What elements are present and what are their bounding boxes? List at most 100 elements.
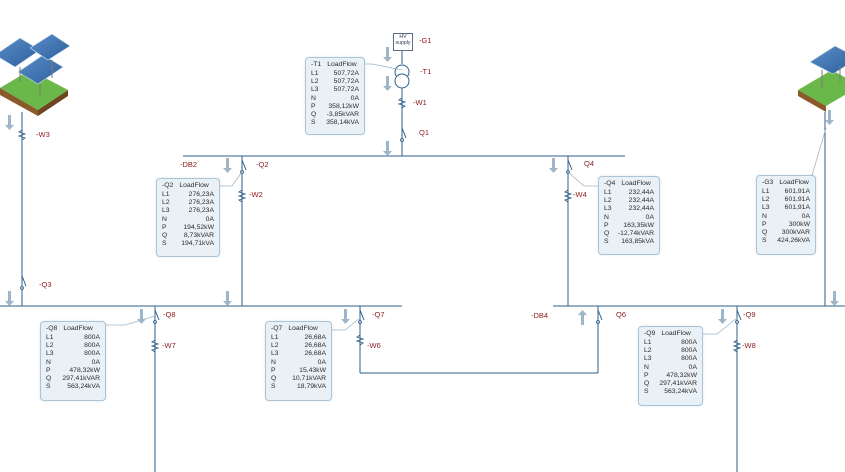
loadflow-device-id: -T1 — [311, 61, 322, 68]
loadflow-value: 0A — [350, 94, 359, 102]
loadflow-value: 507,72A — [333, 86, 359, 94]
cable-markers[interactable] — [17, 97, 742, 353]
loadflow-value: 800A — [681, 347, 697, 355]
loadflow-value: 563,24kVA — [664, 388, 697, 396]
busbars-and-feeders — [0, 49, 845, 472]
loadflow-value: 232,44A — [628, 197, 654, 205]
loadflow-quantity: L2 — [644, 347, 652, 355]
loadflow-row: L1 276,23A — [157, 191, 219, 199]
loadflow-quantity: L3 — [644, 355, 652, 363]
loadflow-device-id: -Q7 — [271, 325, 283, 332]
breaker-q1-icon — [400, 127, 407, 142]
loadflow-value: 26,68A — [304, 350, 326, 358]
breaker-q7-icon — [358, 309, 365, 324]
loadflow-quantity: L2 — [162, 199, 170, 207]
breaker-q4-icon — [566, 159, 573, 174]
loadflow-quantity: Q — [762, 229, 768, 237]
loadflow-value: 0A — [205, 215, 214, 223]
loadflow-device-id: -Q4 — [604, 180, 616, 187]
loadflow-quantity: S — [46, 383, 51, 391]
label-t1: -T1 — [420, 67, 432, 76]
cable-w8-icon — [732, 339, 742, 353]
circuit-breakers[interactable] — [20, 127, 742, 324]
loadflow-quantity: P — [162, 223, 167, 231]
loadflow-value: 194,52kW — [183, 223, 214, 231]
label-w7: -W7 — [162, 341, 176, 350]
loadflow-value: 297,41kVAR — [62, 375, 100, 383]
loadflow-row: P 194,52kW — [157, 224, 219, 232]
loadflow-quantity: L3 — [762, 204, 770, 212]
solar-pv-array-left-icon[interactable] — [0, 33, 71, 116]
loadflow-title: LoadFlow — [288, 325, 318, 332]
loadflow-value: 507,72A — [333, 78, 359, 86]
loadflow-quantity: L1 — [311, 70, 319, 77]
loadflow-value: 276,23A — [188, 199, 214, 207]
loadflow-quantity: L1 — [162, 191, 170, 198]
loadflow-quantity: L1 — [271, 334, 279, 341]
loadflow-row: L3 800A — [41, 350, 105, 358]
breaker-q9-icon — [735, 309, 742, 324]
loadflow-quantity: S — [644, 388, 649, 396]
loadflow-row: S 563,24kVA — [639, 388, 702, 396]
loadflow-quantity: L3 — [604, 205, 612, 213]
callout-connectors — [104, 63, 827, 335]
loadflow-device-id: -Q2 — [162, 182, 174, 189]
label-w6: -W6 — [367, 341, 381, 350]
loadflow-value: 424,26kVA — [777, 237, 810, 245]
loadflow-row: Q-12,74kVAR — [599, 230, 659, 238]
loadflow-value: 0A — [645, 213, 654, 221]
loadflow-title: LoadFlow — [63, 325, 93, 332]
label-w3: -W3 — [36, 130, 50, 139]
loadflow-quantity: Q — [46, 375, 52, 383]
loadflow-value: 800A — [681, 339, 697, 346]
flow-arrow-down-icon — [5, 115, 14, 130]
loadflow-value: 8,73kVAR — [183, 232, 214, 240]
hv-supply-source[interactable]: HV supply — [393, 33, 413, 51]
loadflow-quantity: P — [46, 366, 51, 374]
loadflow-value: 276,23A — [188, 191, 214, 198]
label-q6: Q6 — [616, 310, 627, 319]
loadflow-quantity: L2 — [762, 196, 770, 204]
loadflow-value: 800A — [84, 350, 100, 358]
transformer-t1-icon[interactable] — [394, 64, 410, 89]
hv-supply-line1: HV — [399, 34, 407, 40]
loadflow-value: 601,91A — [784, 188, 810, 195]
loadflow-quantity: Q — [644, 380, 650, 388]
loadflow-value: 601,91A — [784, 204, 810, 212]
breaker-q2-icon — [240, 159, 247, 174]
loadflow-quantity: N — [46, 358, 51, 366]
loadflow-value: -12,74kVAR — [617, 230, 654, 238]
loadflow-quantity: S — [162, 240, 167, 248]
flow-arrow-down-icon — [549, 158, 558, 173]
loadflow-quantity: L3 — [46, 350, 54, 358]
flow-arrow-down-icon — [5, 291, 14, 306]
solar-pv-array-right-icon[interactable] — [798, 45, 845, 112]
loadflow-quantity: L3 — [162, 207, 170, 215]
loadflow-value: 0A — [688, 363, 697, 371]
